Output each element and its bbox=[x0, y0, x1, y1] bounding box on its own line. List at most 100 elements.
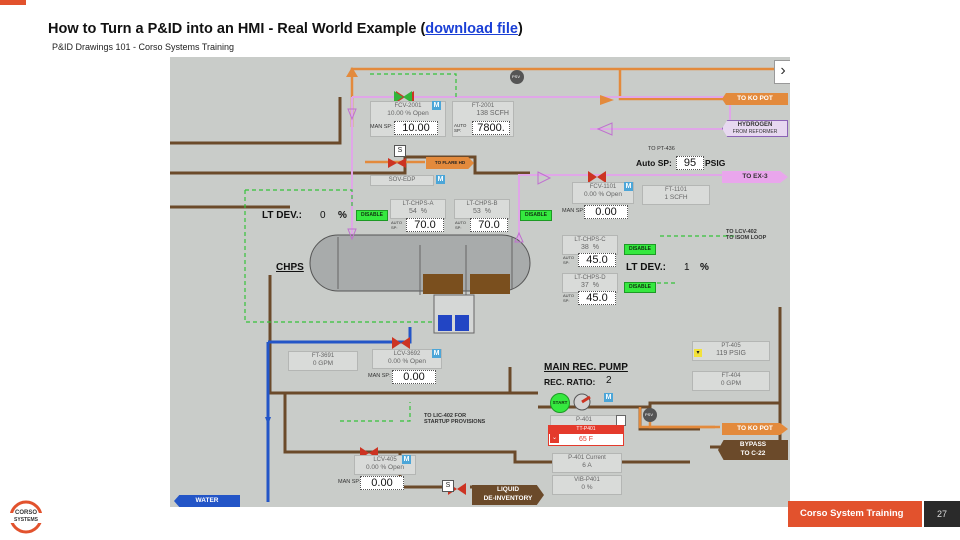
lt-chps-c-tag: LT-CHPS-C bbox=[574, 237, 606, 243]
page-number: 27 bbox=[924, 501, 960, 527]
sov-solenoid[interactable]: S bbox=[394, 145, 406, 157]
ft-404-panel: FT-404 0 GPM bbox=[692, 371, 770, 391]
lcv-3692-man-sp-label: MAN SP: bbox=[368, 373, 391, 379]
lt-dev-right-value: 1 bbox=[684, 262, 690, 273]
fcv-2001-man-sp-input[interactable]: 10.00 bbox=[394, 121, 438, 135]
psv-bottom-label: PSV bbox=[645, 412, 654, 417]
auto-sp-unit: PSIG bbox=[705, 158, 726, 168]
lt-chps-d-panel: LT-CHPS-D 37 % bbox=[562, 273, 618, 293]
to-lcv-402-line-2: TO ISOM LOOP bbox=[726, 235, 767, 241]
p-401-current-tag: P-401 Current bbox=[568, 455, 606, 461]
lt-chps-b-tag: LT-CHPS-B bbox=[466, 201, 498, 207]
tt-p401-alarm-tag: TT-P401 bbox=[548, 425, 624, 433]
lcv-405-tag: LCV-405 bbox=[373, 457, 397, 463]
auto-sp-pt436-input[interactable]: 95 bbox=[676, 156, 704, 170]
liquid-line-1: LIQUID bbox=[496, 486, 520, 493]
lt-chps-a-unit: % bbox=[420, 208, 427, 215]
chps-vessel-label: CHPS bbox=[276, 262, 304, 273]
fcv-1101-manual-badge[interactable]: M bbox=[624, 182, 633, 191]
slide-subtitle: P&ID Drawings 101 - Corso Systems Traini… bbox=[52, 42, 235, 52]
rec-ratio-label: REC. RATIO: bbox=[544, 377, 596, 387]
lt-chps-a-sp-input[interactable]: 70.0 bbox=[406, 218, 444, 232]
lt-chps-c-unit: % bbox=[592, 244, 599, 251]
liquid-de-inventory-tag: LIQUID DE-INVENTORY bbox=[472, 485, 544, 505]
lt-chps-d-auto-label: AUTO SP: bbox=[563, 293, 575, 303]
lt-dev-right-label: LT DEV.: bbox=[626, 262, 667, 273]
fcv-1101-panel[interactable]: FCV-1101 0.00 % Open bbox=[572, 182, 634, 204]
hydrogen-from-reformer-tag: HYDROGEN FROM REFORMER bbox=[722, 120, 788, 137]
lt-dev-left-label: LT DEV.: bbox=[262, 210, 303, 221]
to-ko-pot-tag-2: TO KO POT bbox=[722, 423, 788, 435]
disable-button-a[interactable]: DISABLE bbox=[356, 210, 388, 221]
lt-dev-right-unit: % bbox=[700, 262, 709, 273]
hydrogen-line-1: HYDROGEN bbox=[737, 122, 773, 128]
to-lic-402-line-2: STARTUP PROVISIONS bbox=[424, 419, 486, 425]
to-ko-pot-tag-1: TO KO POT bbox=[722, 93, 788, 105]
ft-2001-auto-sp-label: AUTO SP: bbox=[454, 123, 467, 133]
lt-chps-b-auto-label: AUTO SP: bbox=[455, 220, 467, 230]
lt-chps-b-unit: % bbox=[484, 208, 491, 215]
to-ex-3-tag: TO EX-3 bbox=[722, 171, 788, 183]
lcv-405-panel[interactable]: LCV-405 0.00 % Open bbox=[354, 455, 416, 475]
lt-chps-d-sp-input[interactable]: 45.0 bbox=[578, 291, 616, 305]
ft-2001-auto-sp-input[interactable]: 7800. bbox=[472, 121, 510, 135]
pt-405-panel[interactable]: PT-405 119 PSIG bbox=[692, 341, 770, 361]
fcv-1101-tag: FCV-1101 bbox=[589, 184, 617, 190]
next-screen-button[interactable]: › bbox=[774, 60, 790, 84]
title-text: How to Turn a P&ID into an HMI - Real Wo… bbox=[48, 21, 426, 37]
lcv-405-status: 0.00 % Open bbox=[366, 464, 404, 471]
vib-p401-tag: VIB-P401 bbox=[574, 477, 600, 483]
lcv-405-manual-badge[interactable]: M bbox=[402, 455, 411, 464]
alarm-icon[interactable]: ⌄ bbox=[550, 434, 559, 443]
ft-404-value: 0 GPM bbox=[720, 380, 742, 387]
lt-chps-c-auto-label: AUTO SP: bbox=[563, 255, 575, 265]
fcv-1101-man-sp-input[interactable]: 0.00 bbox=[584, 205, 628, 219]
lt-chps-a-tag: LT-CHPS-A bbox=[402, 201, 434, 207]
lcv-3692-manual-badge[interactable]: M bbox=[432, 349, 441, 358]
lt-chps-c-sp-input[interactable]: 45.0 bbox=[578, 253, 616, 267]
lcv-405-man-sp-input[interactable]: 0.00 bbox=[360, 476, 404, 490]
lcv-3692-panel[interactable]: LCV-3692 0.00 % Open bbox=[372, 349, 442, 369]
sov-bottom-solenoid[interactable]: S bbox=[442, 480, 454, 492]
lt-chps-b-sp-input[interactable]: 70.0 bbox=[470, 218, 508, 232]
disable-button-d[interactable]: DISABLE bbox=[624, 282, 656, 293]
disable-button-b[interactable]: DISABLE bbox=[520, 210, 552, 221]
pump-start-button[interactable]: START bbox=[550, 393, 570, 413]
logo-text-2: SYSTEMS bbox=[14, 517, 38, 523]
hydrogen-line-2: FROM REFORMER bbox=[732, 129, 778, 135]
bypass-line-1: BYPASS bbox=[739, 441, 767, 448]
pt-405-value: 119 PSIG bbox=[716, 350, 746, 357]
hmi-screen: TO KO POT HYDROGEN FROM REFORMER › FCV-2… bbox=[170, 57, 790, 507]
lt-chps-d-value: 37 bbox=[581, 282, 589, 289]
chevron-down-icon[interactable]: ▾ bbox=[694, 349, 702, 357]
ft-404-tag: FT-404 bbox=[721, 373, 741, 379]
lt-chps-b-value: 53 bbox=[473, 208, 481, 215]
tt-p401-temperature: 65 F bbox=[548, 433, 624, 446]
top-accent-bar bbox=[0, 0, 26, 5]
fcv-2001-man-sp-label: MAN SP: bbox=[370, 124, 393, 130]
ft-2001-tag: FT-2001 bbox=[471, 103, 495, 109]
to-lcv-402-label: TO LCV-402 TO ISOM LOOP bbox=[726, 229, 766, 241]
lt-chps-a-value: 54 bbox=[409, 208, 417, 215]
auto-sp-label: Auto SP: bbox=[636, 158, 672, 168]
lt-dev-left-value: 0 bbox=[320, 210, 326, 221]
vib-p401-value: 0 % bbox=[581, 484, 593, 491]
pump-manual-badge[interactable]: M bbox=[604, 393, 613, 402]
lcv-3692-man-sp-input[interactable]: 0.00 bbox=[392, 370, 436, 384]
lt-chps-c-value: 38 bbox=[581, 244, 589, 251]
ft-3691-tag: FT-3691 bbox=[311, 353, 335, 359]
to-lcv-402-line-1: TO LCV-402 bbox=[726, 229, 757, 235]
corso-systems-logo: CORSO SYSTEMS bbox=[6, 500, 46, 534]
sov-manual-badge[interactable]: M bbox=[436, 175, 445, 184]
manual-mode-badge[interactable]: M bbox=[432, 101, 441, 110]
lt-chps-b-panel: LT-CHPS-B 53 % bbox=[454, 199, 510, 219]
to-lic-402-label: TO LIC-402 FOR STARTUP PROVISIONS bbox=[424, 413, 485, 425]
disable-button-c[interactable]: DISABLE bbox=[624, 244, 656, 255]
psv-top-label: PSV bbox=[512, 74, 521, 79]
ft-3691-value: 0 GPM bbox=[312, 360, 334, 367]
lt-chps-c-panel: LT-CHPS-C 38 % bbox=[562, 235, 618, 255]
pt-405-tag: PT-405 bbox=[721, 343, 741, 349]
fcv-2001-status: 10.00 % Open bbox=[387, 110, 429, 117]
download-file-link[interactable]: download file bbox=[425, 21, 518, 37]
bypass-line-2: TO C-22 bbox=[740, 450, 766, 457]
